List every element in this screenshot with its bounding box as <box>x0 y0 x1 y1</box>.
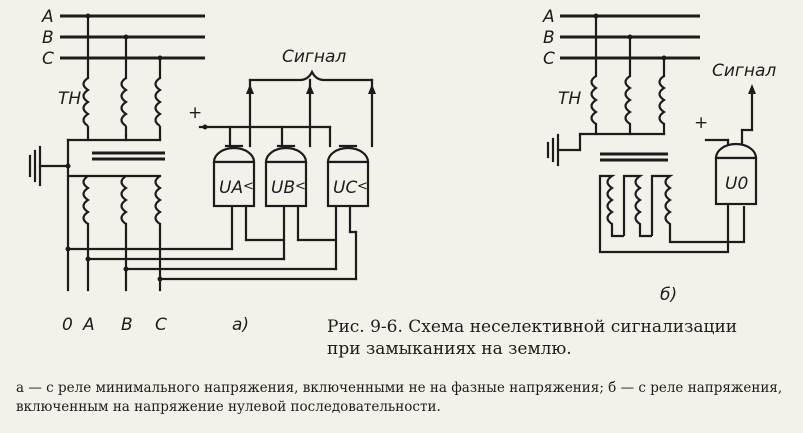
secondary-coil-a-3 <box>154 175 162 225</box>
figure-note: а — с реле минимального напряжения, вклю… <box>16 380 783 415</box>
terminal-label-c: C <box>155 315 167 335</box>
secondary-coil-a-2 <box>120 175 128 225</box>
subfig-label-b: б) <box>660 285 677 305</box>
primary-coil-b-1 <box>590 75 598 125</box>
plus-label-b: + <box>694 113 708 133</box>
svg-text:<: < <box>357 179 368 194</box>
bus-label-a-2: B <box>42 28 54 48</box>
secondary-coil-a-1 <box>82 175 90 225</box>
ground-icon-b <box>546 133 582 167</box>
terminal-label-a: A <box>82 315 95 335</box>
tn-label-b: TH <box>558 89 581 109</box>
relay-label-ub: UB <box>271 178 295 198</box>
bus-label-b-1: A <box>542 7 555 27</box>
relay-ua: UA < <box>212 144 256 208</box>
plus-label-a: + <box>188 103 202 123</box>
terminal-label-0: 0 <box>62 315 73 335</box>
caption-line-2: при замыканиях на землю. <box>327 339 572 359</box>
secondary-coil-b-3 <box>650 174 746 244</box>
relay-label-ua: UA <box>219 178 243 198</box>
diagram-b: A B C TH + Сигнал <box>542 7 776 305</box>
subfig-label-a: а) <box>232 315 249 335</box>
caption-line-1: Рис. 9-6. Схема неселективной сигнализац… <box>327 317 738 337</box>
bus-label-a-1: A <box>41 7 54 27</box>
svg-text:<: < <box>243 179 254 194</box>
ground-icon-a <box>28 145 70 187</box>
secondary-coil-b-2 <box>622 174 652 238</box>
relay-label-u0: U0 <box>725 174 748 194</box>
primary-coil-b-2 <box>624 75 632 125</box>
relay-u0: U0 <box>714 142 758 206</box>
signal-label-a: Сигнал <box>282 47 346 67</box>
relay-ub: UB < <box>264 144 308 208</box>
bus-label-b-3: C <box>543 49 555 69</box>
primary-coil-b-3 <box>658 75 666 125</box>
bus-label-b-2: B <box>543 28 555 48</box>
figure-caption: Рис. 9-6. Схема неселективной сигнализац… <box>327 316 797 360</box>
primary-coil-a-2 <box>120 77 128 136</box>
relay-label-uc: UC <box>333 178 357 198</box>
bus-label-a-3: C <box>42 49 54 69</box>
signal-label-b: Сигнал <box>712 61 776 81</box>
diagram-a: A B C TH <box>28 7 376 335</box>
secondary-coil-b-1 <box>600 174 624 238</box>
relay-uc: UC < <box>326 144 370 208</box>
svg-text:<: < <box>295 179 306 194</box>
primary-coil-a-1 <box>82 77 90 136</box>
tn-label-a: TH <box>58 89 81 109</box>
terminal-label-b: B <box>121 315 133 335</box>
primary-coil-a-3 <box>154 77 162 136</box>
